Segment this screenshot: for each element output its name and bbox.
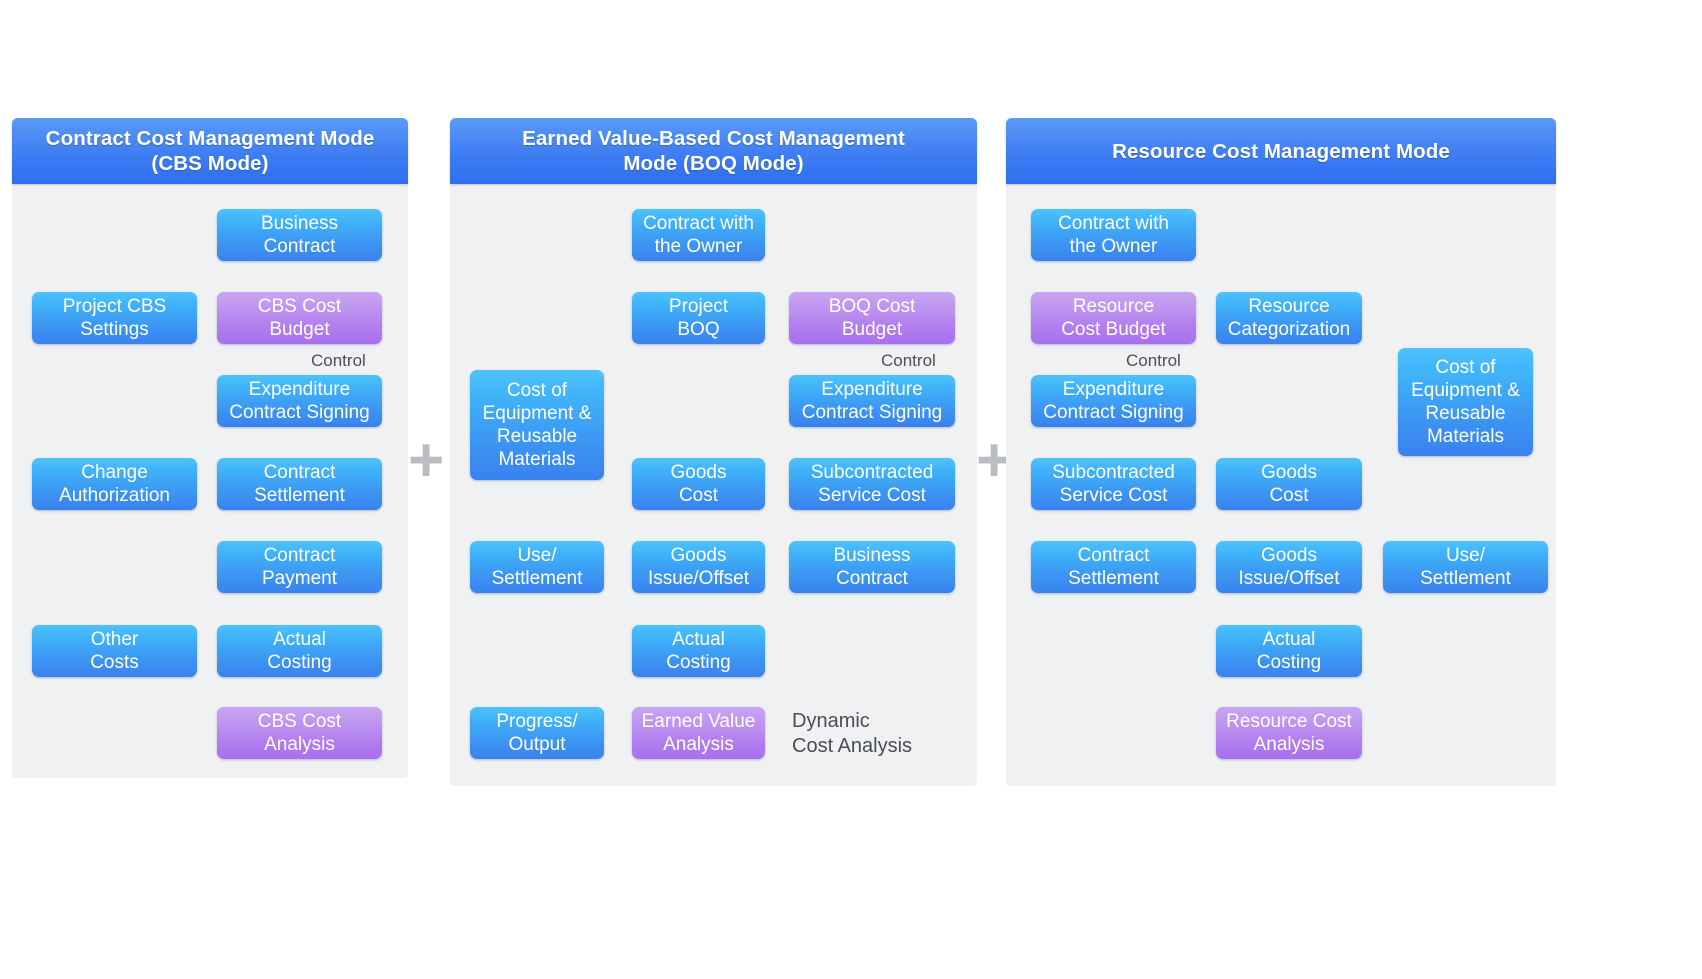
panel-resource-title: Resource Cost Management Mode — [1112, 139, 1450, 163]
node-use-settlement-resource[interactable]: Use/Settlement — [1383, 541, 1548, 593]
edge-label-control-cbs: Control — [311, 351, 366, 370]
node-progress-output[interactable]: Progress/Output — [470, 707, 604, 759]
label-dynamic-cost-analysis: Dynamic Cost Analysis — [792, 710, 913, 757]
edge-label-control-resource: Control — [1126, 351, 1181, 370]
edge-label-control-boq: Control — [881, 351, 936, 370]
panel-cbs-title: Contract Cost Management Mode (CBS Mode) — [45, 127, 375, 175]
panel-boq-header: Earned Value-Based Cost Management Mode … — [450, 118, 977, 184]
panel-cbs-header: Contract Cost Management Mode (CBS Mode) — [12, 118, 408, 184]
panel-resource-header: Resource Cost Management Mode — [1006, 118, 1556, 184]
panel-boq-title: Earned Value-Based Cost Management Mode … — [522, 127, 905, 175]
separator-plus-icon-1: + — [408, 426, 445, 495]
node-use-settlement-boq[interactable]: Use/Settlement — [470, 541, 604, 593]
